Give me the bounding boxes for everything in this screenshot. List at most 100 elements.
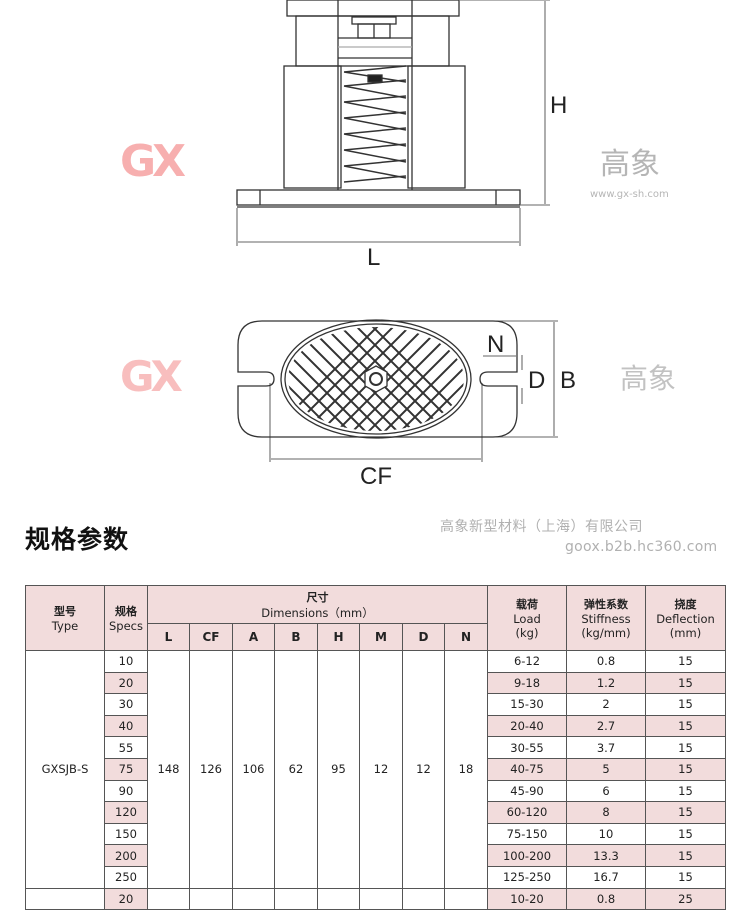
- pad-outer: [280, 319, 472, 439]
- dim-cell-l: 148: [147, 650, 190, 889]
- stiffness-cell: 5: [566, 757, 646, 781]
- load-cell: 125-250: [487, 865, 567, 889]
- dim-cell-a: 106: [232, 650, 275, 889]
- header-dim-d: D: [402, 623, 445, 651]
- pad-grid: [288, 327, 464, 431]
- load-cell: 6-12: [487, 650, 567, 673]
- header-stiffness: 弹性系数 Stiffness (kg/mm): [566, 585, 646, 651]
- deflection-cell: 15: [645, 714, 726, 738]
- stiffness-cell: 16.7: [566, 865, 646, 889]
- stiffness-cell: 2.7: [566, 714, 646, 738]
- header-type: 型号 Type: [25, 585, 105, 651]
- load-cell: 60-120: [487, 801, 567, 824]
- upper-housing: [295, 15, 450, 67]
- load-cell: 40-75: [487, 757, 567, 781]
- header-specs: 规格 Specs: [104, 585, 148, 651]
- section-title: 规格参数: [25, 525, 130, 554]
- dim-cell-next-l: [147, 887, 190, 910]
- load-cell: 30-55: [487, 736, 567, 759]
- load-cell: 45-90: [487, 779, 567, 803]
- deflection-cell: 15: [645, 736, 726, 759]
- dim-label-b: B: [560, 367, 577, 394]
- load-cell: 75-150: [487, 822, 567, 846]
- dim-cell-next-a: [232, 887, 275, 910]
- type-cell-next: [25, 887, 105, 910]
- spec-cell: 90: [104, 779, 148, 803]
- load-cell-next: 10-20: [487, 887, 567, 910]
- stiffness-cell: 0.8: [566, 650, 646, 673]
- spec-table: 型号 Type 规格 Specs 尺寸 Dimensions（mm） 载荷 Lo…: [25, 585, 726, 910]
- deflection-cell: 15: [645, 801, 726, 824]
- header-dim-l: L: [147, 623, 190, 651]
- dim-cell-n: 18: [444, 650, 488, 889]
- dim-cell-m: 12: [359, 650, 403, 889]
- spec-cell: 40: [104, 714, 148, 738]
- stiffness-cell: 10: [566, 822, 646, 846]
- spec-cell: 200: [104, 844, 148, 867]
- header-dim-m: M: [359, 623, 403, 651]
- watermark-url: goox.b2b.hc360.com: [565, 539, 718, 555]
- load-cell: 20-40: [487, 714, 567, 738]
- dim-cell-next-d: [402, 887, 445, 910]
- header-dim-n: N: [444, 623, 488, 651]
- dim-cell-next-cf: [189, 887, 233, 910]
- watermark-company: 高象新型材料（上海）有限公司: [440, 519, 643, 535]
- deflection-cell: 15: [645, 650, 726, 673]
- stiffness-cell: 13.3: [566, 844, 646, 867]
- spec-cell: 150: [104, 822, 148, 846]
- header-deflection: 挠度 Deflection (mm): [645, 585, 726, 651]
- deflection-cell: 15: [645, 822, 726, 846]
- header-dimensions: 尺寸 Dimensions（mm）: [147, 585, 488, 624]
- spec-cell: 75: [104, 757, 148, 781]
- stiffness-cell-next: 0.8: [566, 887, 646, 910]
- deflection-cell: 15: [645, 865, 726, 889]
- mount-drawing: [236, 0, 558, 462]
- product-diagram: H L N D B CF GX 高象 www.gx-sh.com GX 高象: [120, 0, 676, 490]
- header-load: 载荷 Load (kg): [487, 585, 567, 651]
- stiffness-cell: 1.2: [566, 671, 646, 695]
- top-plate: [286, 0, 460, 17]
- dim-cell-b: 62: [274, 650, 318, 889]
- dim-label-n: N: [487, 331, 505, 358]
- deflection-cell: 15: [645, 779, 726, 803]
- dim-cell-h: 95: [317, 650, 360, 889]
- dim-label-d: D: [528, 367, 546, 394]
- dim-label-cf: CF: [360, 463, 392, 490]
- header-dim-b: B: [274, 623, 318, 651]
- dim-cell-next-b: [274, 887, 318, 910]
- header-dim-a: A: [232, 623, 275, 651]
- spring: [343, 65, 407, 183]
- spec-cell: 30: [104, 693, 148, 716]
- spec-cell: 120: [104, 801, 148, 824]
- dim-cell-next-m: [359, 887, 403, 910]
- left-housing: [283, 65, 342, 189]
- spec-cell: 10: [104, 650, 148, 673]
- load-cell: 9-18: [487, 671, 567, 695]
- deflection-cell: 15: [645, 844, 726, 867]
- stiffness-cell: 6: [566, 779, 646, 803]
- deflection-cell: 15: [645, 757, 726, 781]
- spec-cell: 55: [104, 736, 148, 759]
- dim-cell-next-h: [317, 887, 360, 910]
- spring-cap: [367, 74, 383, 83]
- load-cell: 15-30: [487, 693, 567, 716]
- header-dim-cf: CF: [189, 623, 233, 651]
- type-cell: GXSJB-S: [25, 650, 105, 889]
- base-plate: [236, 189, 521, 206]
- right-housing: [407, 65, 466, 189]
- header-dim-h: H: [317, 623, 360, 651]
- spec-cell: 250: [104, 865, 148, 889]
- dim-cell-next-n: [444, 887, 488, 910]
- stiffness-cell: 3.7: [566, 736, 646, 759]
- stiffness-cell: 2: [566, 693, 646, 716]
- load-cell: 100-200: [487, 844, 567, 867]
